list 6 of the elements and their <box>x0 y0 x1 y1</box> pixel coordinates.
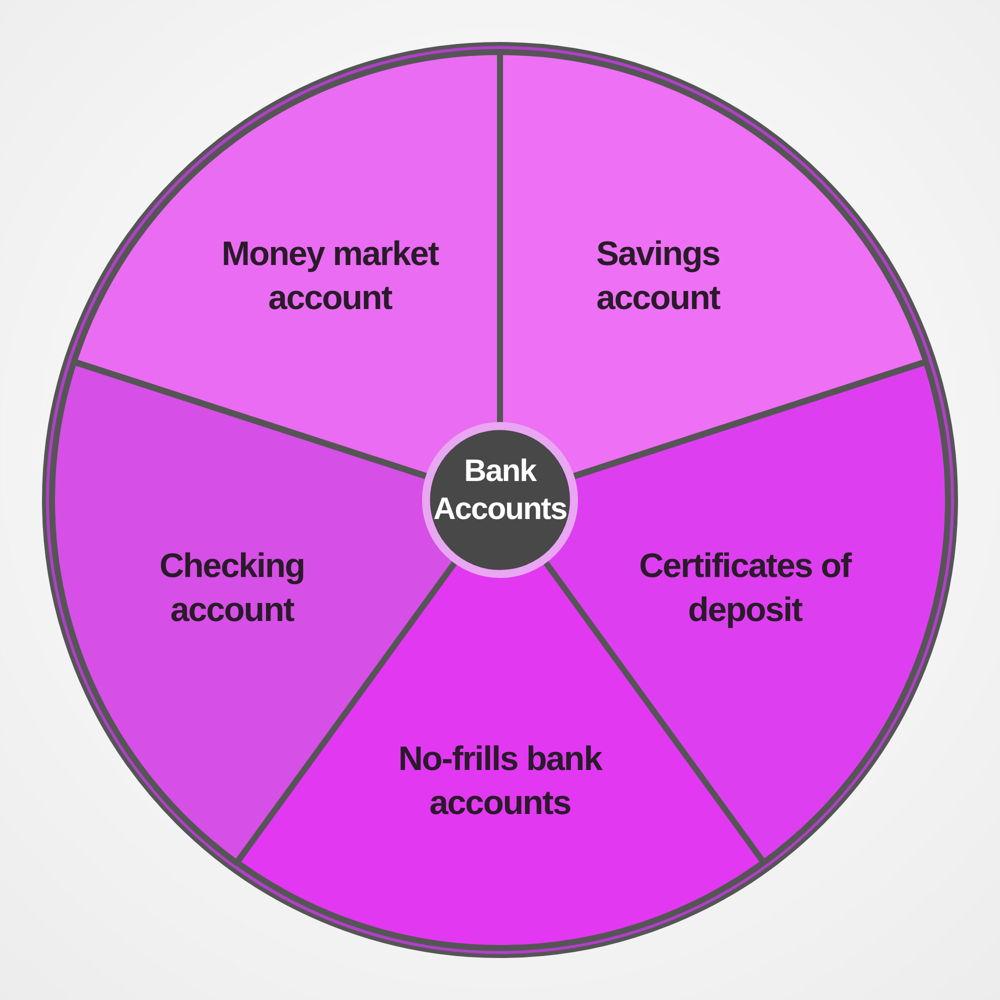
segment-label: No-frills bank accounts <box>397 739 604 824</box>
segment-label: Savings account <box>595 234 722 319</box>
segment-label: Checking account <box>158 546 306 631</box>
segment-label: Money market account <box>220 234 440 319</box>
segment-label: Certificates of deposit <box>638 546 853 631</box>
center-label: Bank Accounts <box>432 452 568 528</box>
